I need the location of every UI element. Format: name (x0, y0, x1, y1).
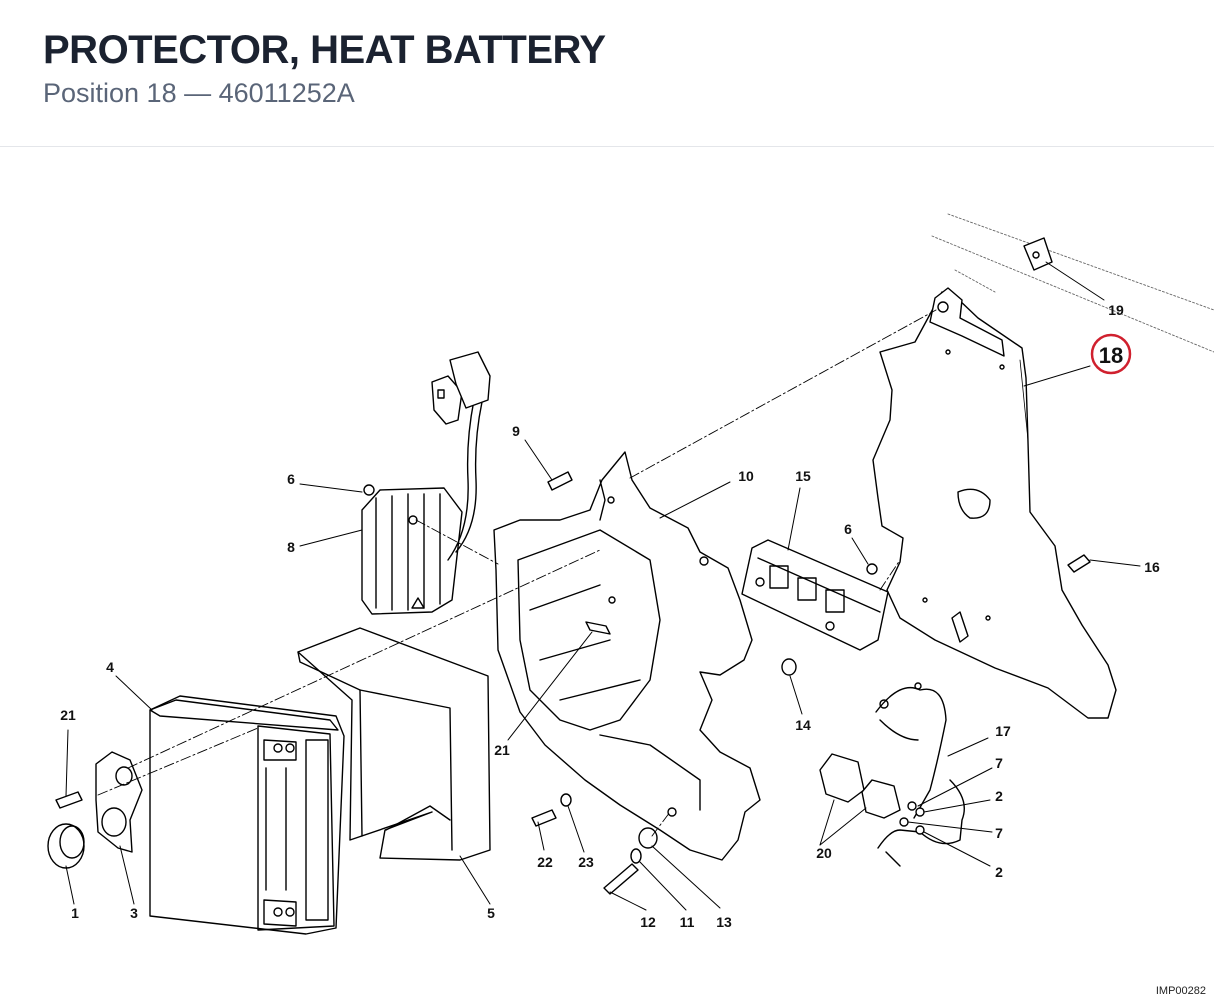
callout-9: 9 (512, 423, 520, 439)
screw-9 (547, 471, 573, 491)
nut-6-right (866, 563, 878, 575)
washer-23 (560, 793, 572, 807)
callout-6-left: 6 (287, 471, 295, 487)
screw-22 (531, 809, 557, 827)
washer-7b (899, 817, 909, 827)
frame-lines (931, 213, 1214, 353)
grommet-13 (638, 827, 658, 849)
drawing-reference: IMP00282 (1155, 985, 1206, 997)
bolt-12 (603, 863, 639, 895)
part-number: 46011252A (218, 78, 355, 108)
callout-20: 20 (816, 845, 832, 861)
callout-21-mid: 21 (494, 742, 510, 758)
washer-11 (630, 848, 642, 864)
callout-22: 22 (537, 854, 553, 870)
callout-3: 3 (130, 905, 138, 921)
bracket-3 (95, 751, 143, 853)
wiring-harness (875, 682, 965, 867)
callout-12: 12 (640, 914, 656, 930)
position-label: Position 18 (43, 78, 177, 108)
callout-5: 5 (487, 905, 495, 921)
callout-17: 17 (995, 723, 1011, 739)
connector-block (741, 539, 889, 651)
callout-2-upper: 2 (995, 788, 1003, 804)
callout-13: 13 (716, 914, 732, 930)
regulator-cable (431, 351, 491, 561)
relay-20a (819, 753, 865, 803)
callout-1: 1 (71, 905, 79, 921)
callout-7-lower: 7 (995, 825, 1003, 841)
voltage-regulator (361, 487, 463, 615)
callout-4: 4 (106, 659, 114, 675)
callout-10: 10 (738, 468, 754, 484)
washer-7a (907, 801, 917, 811)
callout-14: 14 (795, 717, 811, 733)
clip-nut (1023, 237, 1053, 271)
cap-1 (47, 823, 85, 869)
battery (149, 695, 345, 935)
assembly-lines (97, 309, 937, 837)
callout-11: 11 (680, 914, 695, 930)
callout-19: 19 (1108, 302, 1124, 318)
callout-6-right: 6 (844, 521, 852, 537)
screw-16 (1067, 554, 1091, 573)
callout-18: 18 (1099, 343, 1123, 368)
nut-6-left (363, 484, 375, 496)
callout-23: 23 (578, 854, 594, 870)
callout-2-lower: 2 (995, 864, 1003, 880)
grommet-14 (781, 658, 797, 676)
heat-protector-panel (872, 287, 1117, 719)
nut-2a (915, 807, 925, 817)
callout-15: 15 (795, 468, 811, 484)
leader-lines (65, 261, 1141, 911)
callout-7-upper: 7 (995, 755, 1003, 771)
callout-labels: 19 9 10 15 6 8 6 16 4 21 14 17 7 2 7 2 2… (60, 302, 1160, 930)
battery-support-frame (493, 451, 761, 861)
battery-cover (297, 627, 491, 861)
relay-20b (861, 779, 901, 819)
page-title: PROTECTOR, HEAT BATTERY (43, 28, 606, 72)
page-subtitle: Position 18 — 46011252A (43, 78, 355, 109)
callout-16: 16 (1144, 559, 1160, 575)
callout-21-left: 21 (60, 707, 76, 723)
nut-2b (915, 825, 925, 835)
screw-21-mid (585, 621, 611, 635)
highlight-ring (1090, 333, 1132, 375)
header: PROTECTOR, HEAT BATTERY Position 18 — 46… (0, 0, 1214, 147)
screw-21-left (55, 791, 83, 809)
separator: — (184, 78, 212, 108)
callout-8: 8 (287, 539, 295, 555)
